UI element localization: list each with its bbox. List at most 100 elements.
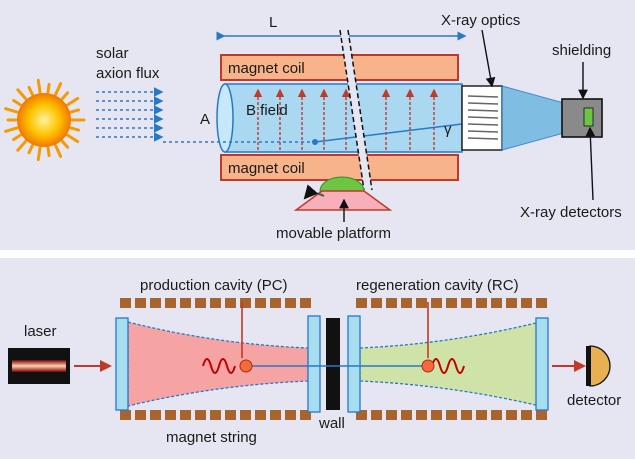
magnet-coil-top (220, 54, 459, 81)
magnet-coil-block (150, 298, 161, 308)
optics-shell (467, 109, 499, 112)
photon-path (314, 123, 463, 143)
shielding-box (561, 98, 603, 138)
solar-flux-label-line2: axion flux (96, 65, 160, 82)
magnet-coil-block (195, 410, 206, 420)
magnet-coil-block (416, 298, 427, 308)
magnet-coil-block (386, 410, 397, 420)
axion-flux-arrows (96, 87, 164, 142)
magnet-coil-block (120, 298, 131, 308)
length-break-marks (339, 29, 373, 191)
magnet-coil-block (270, 410, 281, 420)
magnet-coil-bottom (220, 154, 459, 181)
sun-ray (4, 107, 19, 114)
aperture-label: A (200, 111, 210, 128)
magnet-coil-block (446, 298, 457, 308)
sun-ray (36, 78, 42, 94)
magnet-coil-block (210, 298, 221, 308)
magnet-coil-block (270, 298, 281, 308)
magnet-coil-block (371, 298, 382, 308)
magnet-coil-block (285, 298, 296, 308)
magnet-coil-block (135, 298, 146, 308)
rc-input-mirror (347, 315, 361, 413)
magnet-coil-block (210, 410, 221, 420)
sun-ray (27, 144, 34, 155)
length-label: L (269, 14, 277, 31)
b-field-arrows (253, 88, 439, 150)
magnet-coil-block (371, 410, 382, 420)
magnet-coil-block (476, 410, 487, 420)
sun-icon (4, 78, 86, 162)
rc-output-mirror (535, 317, 549, 411)
magnet-coil-block (431, 410, 442, 420)
rc-photon-wave (431, 358, 465, 374)
magnet-coil-block (401, 298, 412, 308)
movable-platform-label: movable platform (276, 225, 391, 242)
magnet-coil-block (180, 410, 191, 420)
sun-ray (66, 96, 80, 107)
magnet-coil-block (506, 410, 517, 420)
magnet-coil-block (536, 298, 547, 308)
magnet-coil-block (356, 298, 367, 308)
sun-ray (46, 82, 51, 94)
panel-separator (0, 250, 635, 258)
sun-ray (69, 108, 80, 114)
pc-input-mirror (115, 317, 129, 411)
optics-shell (467, 123, 499, 126)
b-field-label: B field (246, 102, 288, 119)
magnet-coil-block (491, 298, 502, 308)
pc-conversion-point (239, 359, 253, 373)
detector-label: detector (567, 392, 621, 409)
sun-ray (4, 126, 19, 133)
rc-conversion-point (421, 359, 435, 373)
magnet-coil-block (446, 410, 457, 420)
magnet-coil-block (356, 410, 367, 420)
xray-optics-pointer (481, 29, 496, 88)
pc-output-mirror (307, 315, 321, 413)
magnet-coil-block (150, 410, 161, 420)
magnet-coil-block (180, 298, 191, 308)
optics-shell (467, 130, 499, 133)
laser-icon (8, 348, 70, 384)
magnet-coil-block (521, 298, 532, 308)
sun-ray (12, 133, 22, 141)
bore-aperture (216, 83, 234, 153)
optics-shell (467, 137, 499, 140)
pc-photon-wave (202, 358, 236, 374)
magnet-string-coils (120, 298, 547, 420)
sun-ray (66, 133, 80, 144)
sun-ray (69, 126, 80, 132)
xray-detector (583, 107, 594, 127)
shielding-label: shielding (552, 42, 611, 59)
sun-ray (12, 99, 22, 107)
magnet-coil-block (285, 410, 296, 420)
xray-optics (461, 85, 503, 151)
magnet-coil-block (225, 410, 236, 420)
production-cavity-label: production cavity (PC) (140, 277, 288, 294)
magnet-string-label: magnet string (166, 429, 257, 446)
sun-ray (60, 91, 70, 101)
photodetector-icon (586, 345, 611, 387)
sun-ray (46, 146, 51, 158)
magnet-coil-block (195, 298, 206, 308)
regeneration-cavity-label: regeneration cavity (RC) (356, 277, 519, 294)
magnet-coil-block (536, 410, 547, 420)
xray-detectors-label: X-ray detectors (520, 204, 622, 221)
laser-label: laser (24, 323, 57, 340)
photon-label: γ (444, 121, 452, 138)
magnet-coil-block (165, 410, 176, 420)
magnet-coil-block (135, 410, 146, 420)
sun-ray (36, 146, 42, 162)
magnet-coil-block (476, 298, 487, 308)
wall (326, 318, 340, 410)
magnet-coil-bottom-label: magnet coil (228, 160, 305, 177)
sun-ray (54, 144, 63, 158)
magnet-coil-block (240, 410, 251, 420)
magnet-coil-block (491, 410, 502, 420)
detector-pointer (585, 126, 596, 201)
magnet-coil-block (255, 410, 266, 420)
magnet-coil-block (300, 410, 311, 420)
sun-ray (27, 85, 34, 96)
magnet-coil-block (431, 298, 442, 308)
